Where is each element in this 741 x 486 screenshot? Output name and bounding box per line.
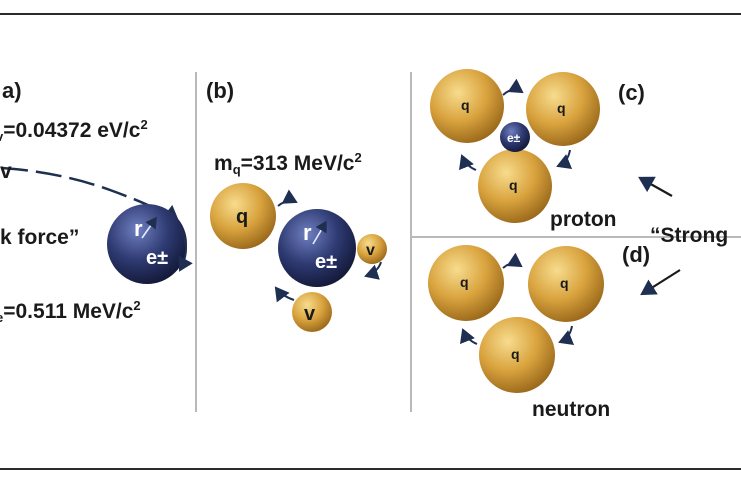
electron-radius-arrow-a: [141, 216, 157, 239]
neutron-quark-1-label: q: [460, 274, 469, 290]
electron-r-label-b: r: [303, 220, 312, 245]
neutrino-large-sphere-b: [292, 292, 332, 332]
divider-a-b: [195, 72, 197, 412]
proton-arrow-1: [502, 78, 524, 96]
neutron-quark-3: [479, 317, 555, 393]
neutrino-mass-exponent: 2: [140, 117, 148, 132]
frame-bottom-line: [0, 468, 741, 470]
neutrino-small-orbit-arrow: [364, 261, 382, 280]
proton-quark-1-label: q: [461, 97, 470, 113]
weak-force-label: k force”: [0, 226, 80, 249]
quark-mass-m: m: [214, 152, 233, 175]
proton-electron-label: e±: [507, 131, 521, 145]
quark-mass-subscript: q: [232, 162, 241, 177]
neutron-quark-1: [428, 245, 504, 321]
strong-arrow-down: [640, 269, 681, 296]
proton-label: proton: [550, 208, 617, 231]
neutron-arrow-2: [558, 325, 575, 345]
neutrino-symbol-a: v: [0, 160, 12, 183]
panel-c-label: (c): [618, 80, 645, 105]
proton-quark-3: [478, 149, 552, 223]
proton-arrow-3: [459, 154, 477, 171]
electron-mass-value: =0.511 MeV/c: [3, 300, 134, 323]
neutron-quark-3-label: q: [511, 346, 520, 362]
electron-r-label-a: r: [134, 216, 143, 241]
neutrino-large-orbit-arrow: [274, 286, 295, 303]
electron-sphere-b: [278, 209, 356, 287]
proton-quark-2-label: q: [557, 100, 566, 116]
neutrino-small-sphere-b: [357, 234, 387, 264]
neutrino-mass-subscript: v: [0, 129, 3, 144]
electron-mass-label: e=0.511 MeV/c2: [0, 298, 141, 325]
electron-orbit-arrow-a: [178, 227, 193, 272]
neutrino-small-label-b: v: [366, 242, 375, 259]
quark-mass-exponent: 2: [354, 150, 362, 165]
proton-electron-sphere: [500, 122, 530, 152]
panel-b-label: (b): [206, 78, 235, 103]
divider-b-cd: [410, 72, 412, 412]
electron-radius-arrow-b: [312, 220, 327, 245]
neutron-arrow-3: [460, 328, 478, 345]
proton-arrow-2: [556, 149, 573, 169]
neutron-quark-2-label: q: [560, 275, 569, 291]
electron-sphere-a: [107, 204, 187, 284]
quark-mass-label: mq=313 MeV/c2: [214, 150, 362, 177]
neutron-arrow-1: [502, 252, 523, 269]
panel-a-label: a): [2, 78, 22, 103]
neutrino-mass-label: v=0.04372 eV/c2: [0, 117, 148, 144]
strong-force-label: “Strong: [650, 224, 729, 247]
neutron-label: neutron: [532, 398, 611, 421]
neutrino-mass-value: =0.04372 eV/c: [3, 119, 141, 142]
quark-label-b: q: [236, 206, 248, 228]
electron-mass-subscript: e: [0, 310, 3, 325]
quark-mass-value: =313 MeV/c: [240, 152, 355, 175]
proton-quark-1: [430, 69, 504, 143]
electron-mass-exponent: 2: [133, 298, 141, 313]
proton-quark-2: [526, 72, 600, 146]
electron-e-label-b: e±: [315, 251, 337, 273]
neutron-quark-2: [528, 246, 604, 322]
proton-quark-3-label: q: [509, 177, 518, 193]
neutrino-large-label-b: v: [304, 303, 316, 325]
frame-top-line: [0, 13, 741, 15]
electron-e-label-a: e±: [146, 247, 168, 269]
strong-arrow-up: [638, 176, 673, 197]
quark-sphere-b: [210, 183, 276, 249]
quark-orbit-arrow-b: [277, 189, 298, 207]
neutrino-trajectory-arrow: [1, 166, 180, 224]
divider-c-d: [412, 236, 741, 238]
panel-d-label: (d): [622, 242, 651, 267]
